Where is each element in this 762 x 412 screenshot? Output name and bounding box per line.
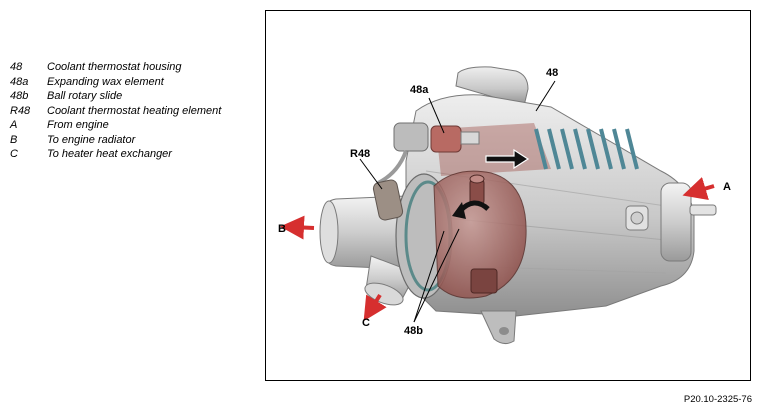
legend-text: From engine bbox=[47, 119, 109, 131]
legend-code: A bbox=[10, 119, 18, 131]
thermostat-illustration: 48 48a R48 A B C 48b bbox=[278, 66, 731, 345]
electrical-connector bbox=[393, 122, 429, 152]
thermostat-spring bbox=[534, 128, 639, 170]
legend-text: Coolant thermostat heating element bbox=[47, 104, 222, 117]
legend-text: Coolant thermostat housing bbox=[47, 61, 182, 73]
leader-line-48b bbox=[413, 228, 460, 323]
legend-code: 48a bbox=[10, 75, 29, 88]
legend-item: 48 Coolant thermostat housing bbox=[10, 60, 221, 75]
callout-r48: R48 bbox=[350, 148, 370, 160]
legend-item: 48b Ball rotary slide bbox=[10, 89, 221, 104]
flow-arrow-b bbox=[280, 215, 315, 240]
legend-code: 48b bbox=[10, 90, 29, 102]
push-direction-arrow bbox=[485, 148, 530, 170]
legend-text: To heater heat exchanger bbox=[47, 148, 172, 160]
legend-item: C To heater heat exchanger bbox=[10, 147, 221, 162]
inlet-pipe-a bbox=[660, 182, 692, 262]
rotation-arrow-head bbox=[452, 202, 466, 219]
leader-line-r48 bbox=[359, 158, 383, 190]
leader-line-48b-2 bbox=[413, 230, 445, 323]
callout-c: C bbox=[362, 317, 370, 329]
wax-element-48a-stem bbox=[460, 131, 480, 145]
heating-element-r48 bbox=[372, 179, 404, 221]
ball-slide-gear bbox=[470, 268, 498, 294]
inlet-nozzle-a bbox=[689, 204, 717, 216]
flow-arrow-c bbox=[363, 293, 387, 322]
figure-reference-number: P20.10-2325-76 bbox=[683, 394, 752, 405]
legend-code: R48 bbox=[10, 104, 31, 117]
housing-lug-bottom-hole bbox=[499, 327, 509, 335]
legend-code: 48 bbox=[10, 61, 23, 73]
callout-48a: 48a bbox=[410, 84, 429, 96]
legend-item: R48 Coolant thermostat heating element bbox=[10, 104, 221, 119]
legend: 48 Coolant thermostat housing 48a Expandin… bbox=[10, 60, 221, 162]
housing-bolt-head bbox=[630, 211, 644, 225]
flow-arrow-a bbox=[682, 177, 715, 201]
callout-48b: 48b bbox=[404, 325, 423, 337]
legend-code: C bbox=[10, 148, 18, 160]
callout-a: A bbox=[723, 181, 731, 193]
leader-line-48 bbox=[535, 80, 556, 112]
legend-text: Expanding wax element bbox=[47, 75, 164, 88]
outlet-pipe-b-mouth bbox=[319, 200, 339, 264]
legend-text: To engine radiator bbox=[47, 133, 136, 146]
connector-cable bbox=[377, 150, 408, 185]
housing-lug-bottom bbox=[480, 310, 517, 345]
ball-rotary-slide-48b bbox=[433, 170, 527, 299]
callout-b: B bbox=[278, 223, 286, 235]
legend-text: Ball rotary slide bbox=[47, 90, 123, 102]
figure-frame: 48 48a R48 A B C 48b bbox=[265, 10, 751, 381]
leader-line-48a bbox=[428, 97, 445, 134]
callout-48: 48 bbox=[546, 67, 558, 79]
wax-element-48a bbox=[430, 125, 462, 153]
legend-item: B To engine radiator bbox=[10, 133, 221, 148]
legend-item: 48a Expanding wax element bbox=[10, 75, 221, 90]
legend-code: B bbox=[10, 133, 18, 146]
housing-top-boss bbox=[455, 66, 529, 107]
ball-slide-shaft-top bbox=[469, 174, 485, 184]
legend-item: A From engine bbox=[10, 118, 221, 133]
